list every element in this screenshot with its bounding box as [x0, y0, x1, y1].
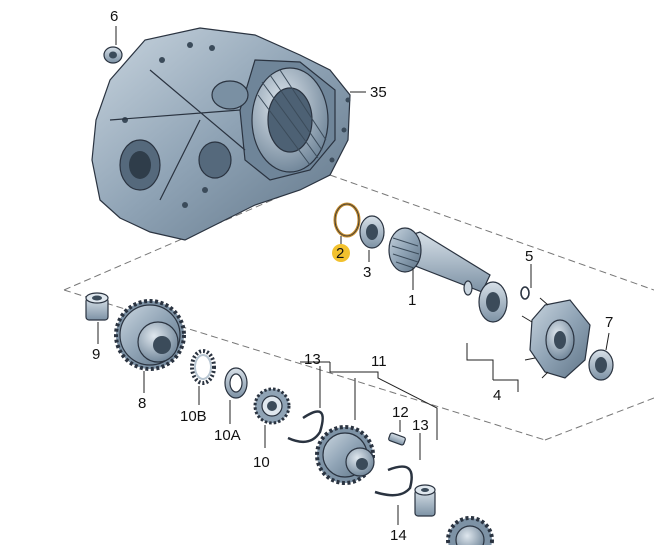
label-1: 1	[408, 292, 416, 309]
label-10a: 10A	[214, 427, 241, 444]
synchro-gear-10	[253, 387, 291, 425]
label-2: 2	[336, 245, 344, 262]
label-6: 6	[110, 8, 118, 25]
leader-lines	[97, 26, 610, 525]
circlip-13-left	[287, 410, 324, 444]
gear-8	[114, 299, 186, 371]
gearbox-housing	[91, 27, 351, 241]
label-5: 5	[525, 248, 533, 265]
label-7: 7	[605, 314, 613, 331]
part-labels: 6 35 2 3 1 5 7 4 9 8 10B 10A 10 13 11 12…	[92, 8, 613, 544]
drain-plug	[103, 46, 123, 64]
ring-10a	[224, 367, 248, 399]
taper-bearing	[478, 281, 508, 323]
bearing-3	[359, 215, 385, 249]
drive-flange	[521, 297, 591, 379]
label-10: 10	[253, 454, 270, 471]
needle-bearing-14	[414, 484, 436, 517]
seal-ring	[333, 202, 361, 238]
pinion-shaft	[388, 227, 491, 296]
label-4: 4	[493, 387, 501, 404]
label-11: 11	[371, 353, 387, 370]
label-9: 9	[92, 346, 100, 363]
needle-bearing-9	[85, 292, 109, 321]
circlip-13-right	[374, 465, 413, 497]
label-3: 3	[363, 264, 371, 281]
label-35: 35	[370, 84, 387, 101]
gear-cluster-11	[315, 425, 375, 485]
gear-partial-bottom	[446, 516, 494, 545]
label-14: 14	[390, 527, 407, 544]
o-ring	[520, 286, 530, 300]
sliding-key-12	[388, 432, 406, 446]
label-8: 8	[138, 395, 146, 412]
highlight-badge	[332, 244, 350, 262]
synchro-ring-10b	[190, 349, 216, 385]
label-10b: 10B	[180, 408, 207, 425]
shaft-seal	[588, 349, 614, 381]
label-13-left: 13	[304, 351, 321, 368]
label-12: 12	[392, 404, 409, 421]
label-13-right: 13	[412, 417, 429, 434]
